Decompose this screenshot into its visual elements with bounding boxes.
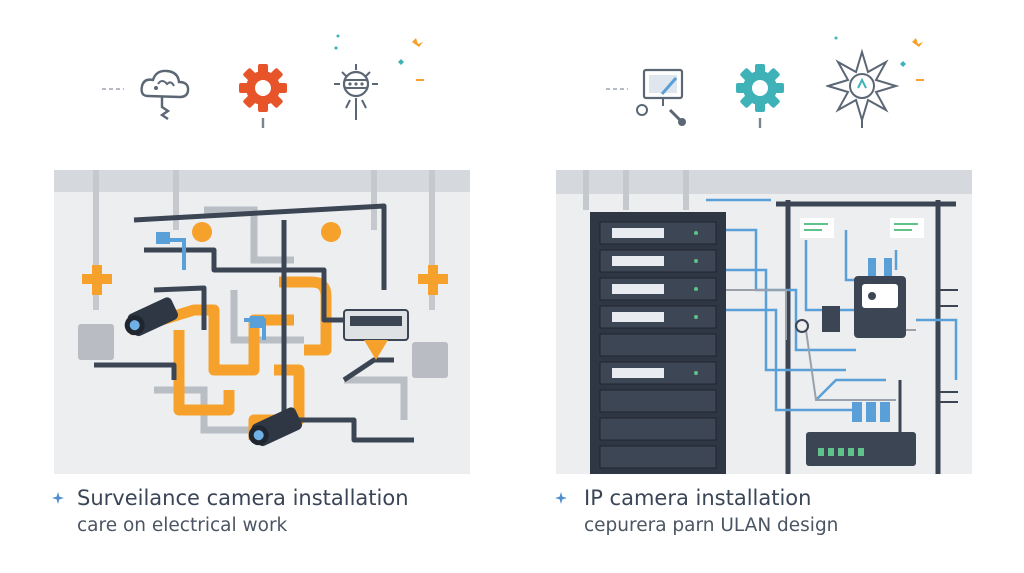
- left-caption-subtitle: care on electrical work: [77, 515, 288, 536]
- left-icon-row: [100, 34, 424, 134]
- gear-icon: [736, 64, 784, 128]
- gear-icon: [239, 64, 287, 128]
- lightbulb-icon: [334, 34, 424, 120]
- right-caption-subtitle: cepurera parn ULAN design: [584, 515, 839, 536]
- left-caption-title: Surveilance camera installation: [77, 486, 409, 510]
- dash-decoration: [606, 88, 628, 90]
- surveillance-illustration: [54, 170, 470, 474]
- sun-compass-icon: [826, 36, 924, 128]
- ip-network-illustration: [556, 170, 972, 474]
- server-rack: [590, 212, 726, 474]
- cloud-brain-icon: [140, 69, 190, 120]
- pipe-network-diagram: [54, 170, 470, 447]
- monitor-tools-icon: [636, 68, 686, 126]
- camera-icon: [124, 297, 179, 337]
- rack-network-diagram: [556, 170, 972, 474]
- camera-icon: [248, 407, 303, 447]
- right-icon-row: [604, 34, 934, 134]
- sparkle-bullet-icon: [555, 492, 567, 504]
- right-caption-title: IP camera installation: [584, 486, 812, 510]
- dash-decoration: [102, 88, 124, 90]
- sparkle-bullet-icon: [52, 492, 64, 504]
